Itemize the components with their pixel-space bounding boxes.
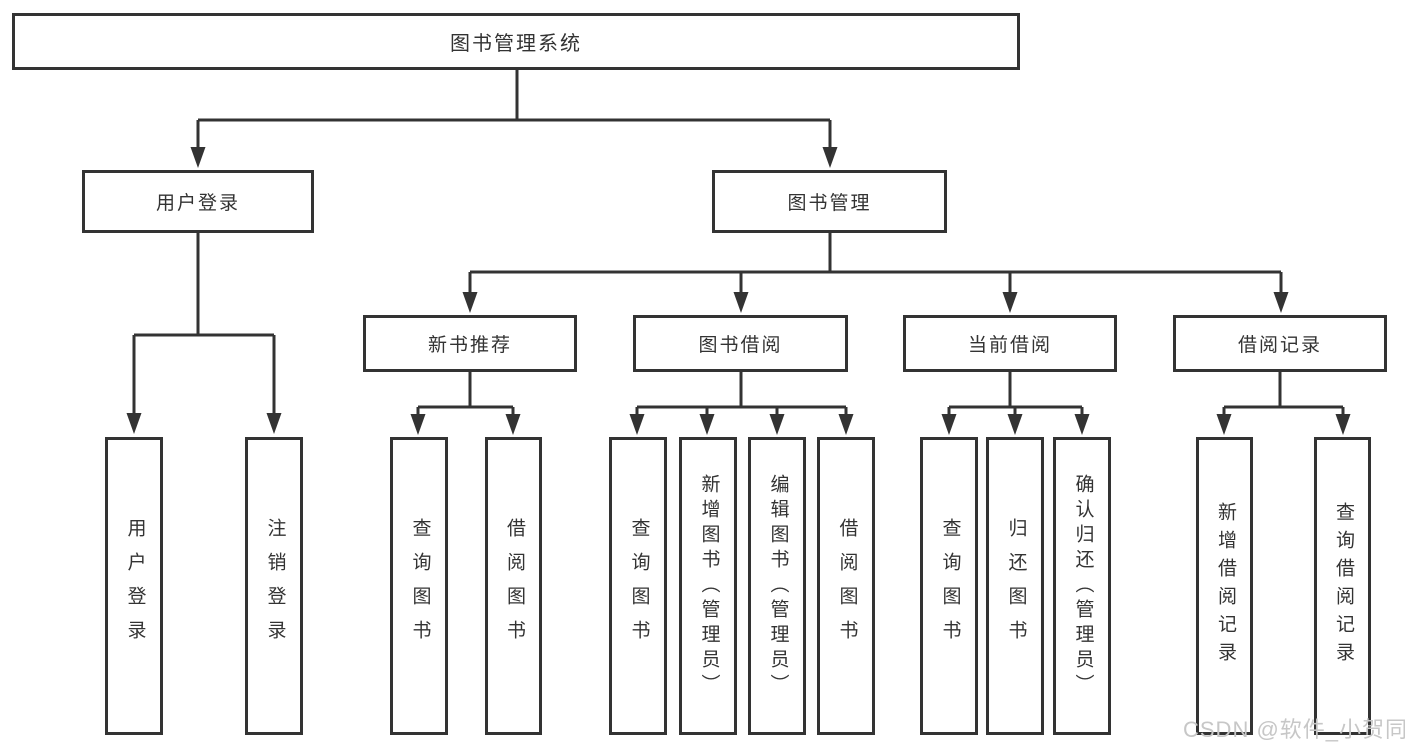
node-label: 用户登录 [124,518,146,654]
node-label: 查询借阅记录 [1332,502,1354,670]
node-label: 归还图书 [1005,518,1027,654]
leaf-logout: 注销登录 [245,437,303,735]
leaf-edit-book-admin: 编辑图书（管理员） [748,437,806,735]
leaf-query-borrowing-record: 查询借阅记录 [1314,437,1371,735]
node-label: 查询图书 [628,518,650,654]
node-label: 图书管理系统 [450,33,582,55]
node-label: 借阅图书 [836,518,858,654]
leaf-borrow-books: 借阅图书 [817,437,875,735]
leaf-borrow-books: 借阅图书 [485,437,542,735]
node-label: 用户登录 [155,193,240,214]
node-borrowing-records: 借阅记录 [1173,315,1387,372]
node-book-management: 图书管理 [712,170,947,233]
node-label: 新书推荐 [427,335,512,356]
csdn-watermark: CSDN @软件_小贺同学 [1183,717,1405,742]
node-label: 确认归还（管理员） [1072,473,1094,699]
node-label: 新增图书（管理员） [698,473,720,699]
node-label: 新增借阅记录 [1214,502,1236,670]
node-library-management-system: 图书管理系统 [12,13,1020,70]
node-label: 注销登录 [264,518,286,654]
leaf-query-books: 查询图书 [609,437,667,735]
node-label: 查询图书 [409,518,431,654]
node-label: 编辑图书（管理员） [767,473,789,699]
node-label: 借阅图书 [503,518,525,654]
node-label: 借阅记录 [1237,335,1322,356]
node-label: 当前借阅 [967,335,1052,356]
leaf-user-login: 用户登录 [105,437,163,735]
leaf-return-books: 归还图书 [986,437,1044,735]
connector-path [132,70,1345,418]
node-current-borrowing: 当前借阅 [903,315,1117,372]
leaf-query-books: 查询图书 [390,437,448,735]
node-book-borrowing: 图书借阅 [633,315,848,372]
leaf-query-books: 查询图书 [920,437,978,735]
node-label: 图书借阅 [698,335,783,356]
node-label: 图书管理 [787,193,872,214]
node-label: 查询图书 [939,518,961,654]
leaf-confirm-return-admin: 确认归还（管理员） [1053,437,1111,735]
leaf-add-book-admin: 新增图书（管理员） [679,437,737,735]
node-new-book-recommendation: 新书推荐 [363,315,577,372]
node-user-login: 用户登录 [82,170,314,233]
leaf-add-borrowing-record: 新增借阅记录 [1196,437,1253,735]
